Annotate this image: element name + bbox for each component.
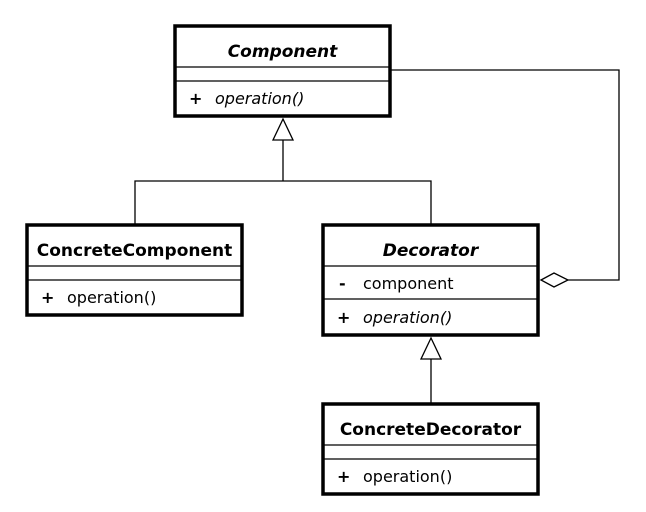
method-visibility: + [189,89,202,108]
class-box-component [173,24,392,118]
class-box-decorator [321,223,540,337]
aggregation-line [390,69,620,281]
class-name-concrete-decorator: ConcreteDecorator [340,420,522,440]
class-decorator: Decorator - component + operation() [321,223,540,337]
attribute-component: component [363,274,454,293]
generalization-to-component [134,117,432,225]
class-box-concrete-component [25,223,244,317]
class-box-concrete-decorator [321,402,540,496]
inheritance-line-concrete-component [134,180,283,225]
class-name-decorator: Decorator [383,241,480,261]
aggregation-diamond [539,272,570,288]
method-visibility: + [337,467,350,486]
method-operation: operation() [363,467,452,486]
inheritance-arrowhead-decorator [419,336,443,360]
method-operation: operation() [67,288,156,307]
generalization-to-decorator [419,336,443,404]
aggregation-decorator-component [390,69,620,288]
class-concrete-component: ConcreteComponent + operation() [25,223,244,317]
method-visibility: + [41,288,54,307]
class-concrete-decorator: ConcreteDecorator + operation() [321,402,540,496]
inheritance-arrowhead-component [271,117,295,141]
class-name-component: Component [228,42,338,62]
class-component: Component + operation() [173,24,392,118]
method-operation: operation() [363,308,452,327]
inheritance-line-decorator [283,180,432,225]
method-operation: operation() [215,89,304,108]
method-visibility: + [337,308,350,327]
class-name-concrete-component: ConcreteComponent [37,241,232,261]
attribute-visibility: - [339,274,346,293]
